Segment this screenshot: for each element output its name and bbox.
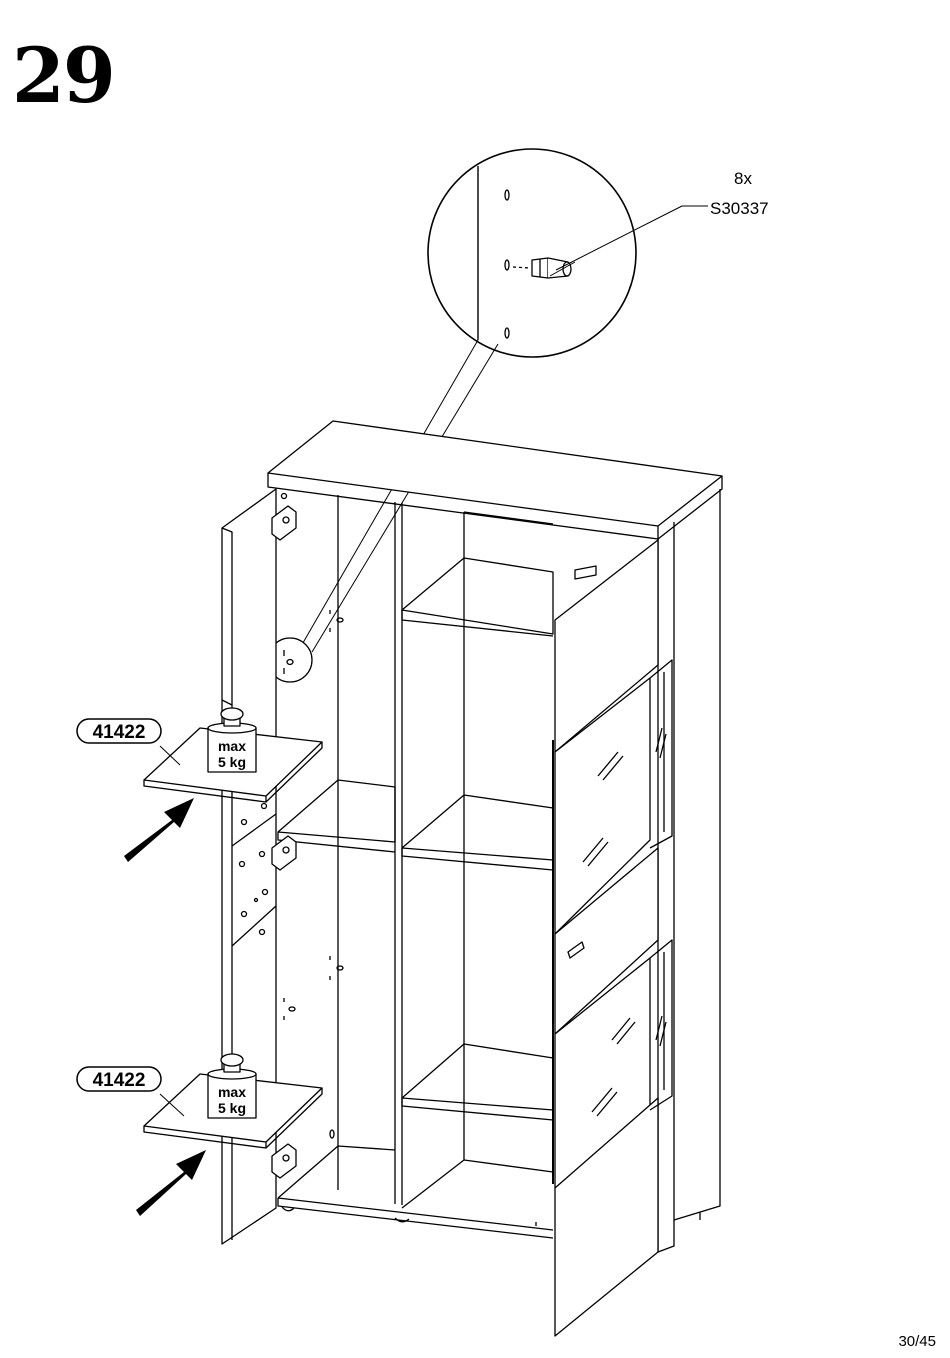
weight-limit-line1: max [218,1084,246,1100]
page-number: 30/45 [898,1333,936,1350]
weight-limit-line2: 5 kg [218,754,246,770]
shelf-part-number: 41422 [93,1070,146,1091]
cabinet-top [268,421,722,539]
insert-arrow-icon [136,1150,206,1216]
detail-part-code: S30337 [710,199,769,218]
weight-limit-line2: 5 kg [218,1100,246,1116]
insert-arrow-icon [124,798,194,862]
shelf-part-number: 41422 [93,722,146,743]
cabinet-right-side [658,489,720,1252]
right-doors [553,540,672,1336]
detail-quantity: 8x [734,169,752,188]
weight-limit-line1: max [218,738,246,754]
cabinet-interior [278,495,596,1238]
